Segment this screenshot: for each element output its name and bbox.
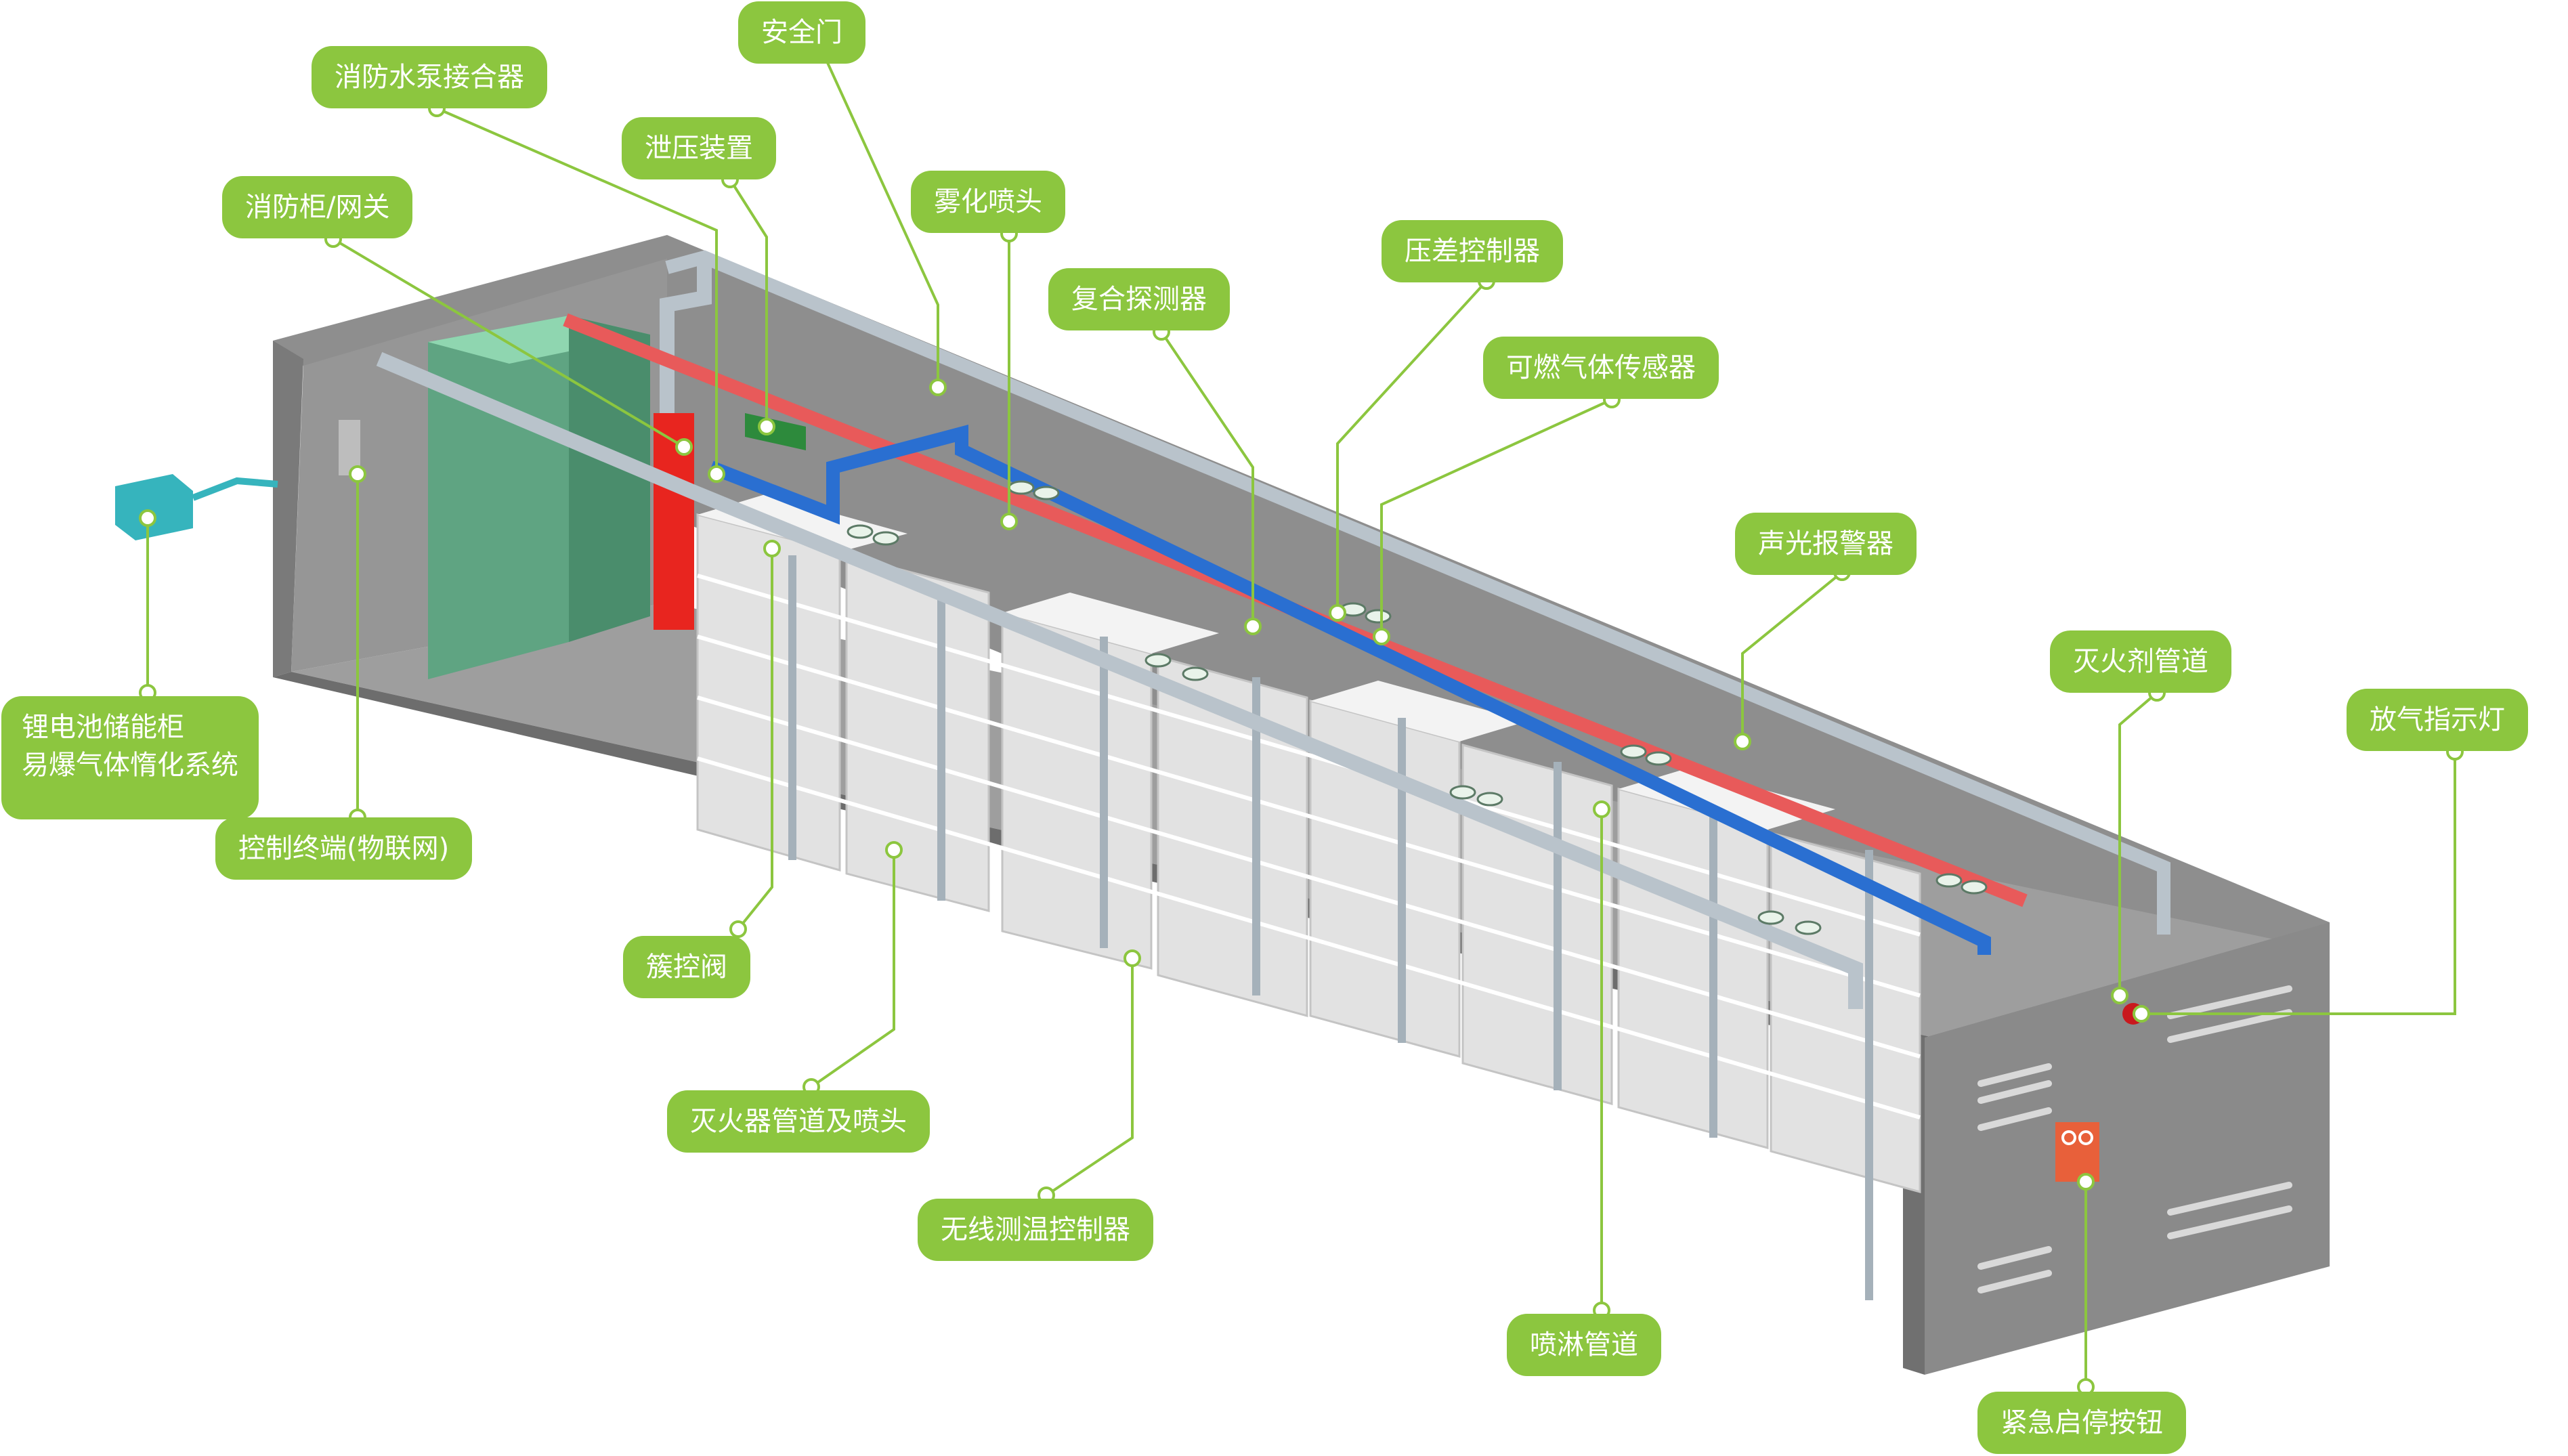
gas-inerting-unit: [115, 474, 193, 540]
leader-cluster-valve: [737, 549, 773, 930]
battery-rack-top: [1002, 593, 1219, 654]
leader-composite-detector: [1160, 330, 1254, 626]
battery-rack: [845, 554, 990, 912]
battery-rack-top: [1619, 769, 1835, 830]
gray-pipe-front: [376, 351, 1863, 1009]
detector: [847, 524, 874, 539]
vent-slot: [1977, 1270, 2052, 1293]
label-safety-door: 安全门: [738, 1, 865, 64]
detector: [1961, 880, 1988, 895]
label-emergency-button: 紧急启停按钮: [1977, 1392, 2186, 1454]
label-atomizing-nozzle: 雾化喷头: [911, 171, 1065, 233]
leader-dot: [1329, 604, 1346, 622]
leader-dot: [729, 920, 747, 938]
leader-extinguishant: [2118, 691, 2158, 995]
leader-sound-light: [1741, 571, 1843, 742]
leader-pressure-relief: [729, 178, 768, 427]
battery-rack: [696, 513, 841, 872]
fire-cabinet-side: [569, 316, 650, 642]
leader-dot: [1124, 949, 1141, 967]
label-fire-cabinet-gateway: 消防柜/网关: [222, 176, 413, 238]
detector: [1757, 910, 1784, 925]
label-cluster-valve: 簇控阀: [623, 936, 750, 998]
leader-dot: [1244, 618, 1262, 635]
leader-dot: [2077, 1173, 2095, 1191]
leader-dot: [708, 465, 725, 483]
container-end-wall: [1925, 922, 2330, 1375]
emergency-stop-knob: [2061, 1130, 2076, 1145]
leader-fire-cabinet: [332, 238, 685, 448]
blue-pipe: [708, 425, 1991, 955]
emergency-stop-knob: [2078, 1130, 2093, 1145]
leader-dot: [758, 418, 775, 435]
leader-fire-pump-connector: [436, 107, 718, 474]
label-control-terminal: 控制终端(物联网): [215, 817, 473, 880]
emergency-stop-box: [2055, 1122, 2099, 1182]
vent-slot: [1977, 1107, 2052, 1131]
fire-cabinet-front: [428, 316, 569, 679]
label-diff-pressure-controller: 压差控制器: [1382, 220, 1563, 282]
label-pressure-relief: 泄压装置: [622, 117, 776, 179]
leader-dot: [349, 465, 366, 483]
detector: [1795, 920, 1822, 935]
leader-lines: [146, 49, 2456, 1387]
label-extinguishant-pipe: 灭火剂管道: [2050, 630, 2231, 693]
detector: [1476, 792, 1503, 807]
label-extinguisher-pipe-nozzle: 灭火器管道及喷头: [667, 1090, 930, 1153]
label-sound-light-alarm: 声光报警器: [1735, 513, 1917, 575]
leader-dot: [2133, 1005, 2150, 1023]
end-wall-vents: [1977, 985, 2292, 1293]
leader-dot: [2111, 987, 2128, 1004]
leader-dot: [1000, 513, 1018, 530]
leader-dot: [929, 379, 947, 396]
label-discharge-indicator: 放气指示灯: [2347, 689, 2528, 751]
label-wireless-temp-controller: 无线测温控制器: [918, 1199, 1153, 1261]
detector: [1182, 666, 1209, 681]
detector: [1935, 873, 1963, 888]
vent-slot: [1977, 1080, 2052, 1104]
detector: [1449, 785, 1476, 800]
label-fire-pump-connector: 消防水泵接合器: [312, 46, 547, 108]
vent-slot: [1977, 1063, 2052, 1087]
detector: [1033, 486, 1060, 500]
leader-wireless-temp: [1045, 958, 1134, 1197]
detector: [1008, 480, 1035, 495]
vent-slot: [1977, 1246, 2052, 1270]
leader-dot: [675, 438, 693, 456]
vent-slot: [2167, 1182, 2292, 1216]
label-combustible-gas-sensor: 可燃气体传感器: [1483, 337, 1719, 399]
leader-dot: [763, 540, 781, 557]
label-spray-pipe: 喷淋管道: [1507, 1314, 1661, 1376]
detector: [1620, 744, 1647, 759]
battery-rack-top: [1310, 681, 1527, 742]
detectors: [847, 480, 1988, 935]
detector: [1365, 609, 1392, 624]
vent-slot: [2167, 1009, 2292, 1043]
leader-diff-pressure: [1336, 280, 1488, 613]
rack-vertical-pipes: [788, 555, 1873, 1300]
label-composite-detector: 复合探测器: [1048, 268, 1230, 330]
vent-slot: [2167, 1205, 2292, 1239]
detector: [872, 531, 899, 546]
detector: [1144, 653, 1172, 668]
battery-rack: [1617, 788, 1769, 1149]
leader-discharge: [2141, 752, 2456, 1015]
label-gas-inerting-system: 锂电池储能柜 易爆气体惰化系统: [1, 696, 259, 819]
leader-dot: [1593, 800, 1610, 818]
leader-dot: [1373, 628, 1390, 645]
leader-dot: [885, 841, 903, 859]
leader-dot: [1734, 733, 1751, 750]
gas-inerting-hose: [192, 477, 278, 501]
gray-pipe-back: [665, 250, 2170, 935]
leader-combustible-gas: [1380, 398, 1612, 637]
vent-slot: [2167, 985, 2292, 1019]
leader-extinguisher-pipe: [810, 850, 895, 1088]
leader-dot: [139, 509, 156, 527]
battery-rack: [1770, 832, 1921, 1193]
container-left-wall: [273, 341, 303, 677]
leader-safety-door: [820, 49, 939, 387]
detector: [1645, 751, 1672, 766]
